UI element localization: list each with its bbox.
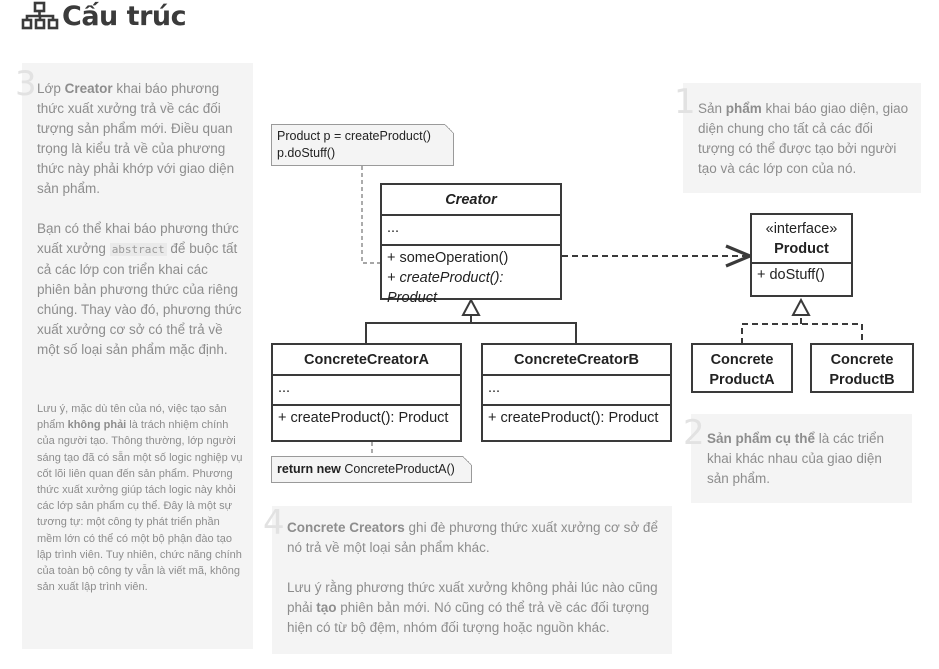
- note-concrete-creators: 4 Concrete Creators ghi đè phương thức x…: [263, 506, 672, 654]
- note-concrete-product: 2 Sản phẩm cụ thể là các triển khai khác…: [683, 414, 912, 503]
- class-name: ConcreteCreatorA: [304, 352, 429, 368]
- class-name: Creator: [445, 192, 497, 208]
- interface-product: «interface» Product + doStuff(): [750, 213, 853, 297]
- note-paragraph: Lớp Creator khai báo phương thức xuất xư…: [37, 81, 235, 196]
- class-methods: + createProduct(): Product: [483, 404, 670, 430]
- realization-line: [741, 316, 863, 344]
- class-concrete-creator-b: ConcreteCreatorB ... + createProduct(): …: [481, 343, 672, 442]
- class-methods: + someOperation() + createProduct(): Pro…: [382, 244, 560, 312]
- page-title: Cấu trúc: [62, 0, 187, 32]
- note-number: 1: [674, 82, 696, 122]
- class-concrete-product-b: Concrete ProductB: [810, 343, 914, 393]
- note-number: 4: [263, 503, 285, 543]
- class-name: Product: [774, 241, 829, 257]
- note-paragraph: Sản phẩm khai báo giao diện, giao diện c…: [698, 101, 909, 176]
- hierarchy-icon: [21, 1, 59, 30]
- note-paragraph: Bạn có thể khai báo phương thức xuất xưở…: [37, 221, 242, 357]
- class-name: ConcreteCreatorB: [514, 352, 639, 368]
- class-creator: Creator ... + someOperation() + createPr…: [380, 183, 562, 306]
- class-fields: ...: [382, 214, 560, 244]
- note-paragraph: Lưu ý rằng phương thức xuất xưởng không …: [287, 580, 658, 635]
- code-annotation-top: Product p = createProduct() p.doStuff(): [271, 124, 454, 166]
- class-fields: ...: [483, 374, 670, 404]
- code-annotation-bottom: return new ConcreteProductA(): [271, 456, 472, 483]
- note-paragraph: Lưu ý, mặc dù tên của nó, việc tạo sản p…: [37, 403, 243, 594]
- note-number: 3: [15, 64, 37, 104]
- class-methods: + doStuff(): [752, 262, 851, 287]
- stereotype: «interface»: [765, 221, 838, 237]
- note-paragraph: Concrete Creators ghi đè phương thức xuấ…: [287, 520, 658, 555]
- note-number: 2: [683, 413, 705, 453]
- note-creator: 3 Lớp Creator khai báo phương thức xuất …: [15, 63, 253, 649]
- class-methods: + createProduct(): Product: [273, 404, 460, 430]
- annotation-link: [361, 166, 380, 264]
- inheritance-line: [365, 316, 577, 344]
- class-fields: ...: [273, 374, 460, 404]
- inheritance-triangle: [461, 297, 481, 316]
- note-product: 1 Sản phẩm khai báo giao diện, giao diện…: [674, 83, 921, 193]
- section-heading: Cấu trúc: [20, 0, 187, 32]
- note-paragraph: Sản phẩm cụ thể là các triển khai khác n…: [707, 431, 885, 486]
- class-concrete-product-a: Concrete ProductA: [691, 343, 793, 393]
- realization-triangle: [791, 297, 811, 316]
- class-concrete-creator-a: ConcreteCreatorA ... + createProduct(): …: [271, 343, 462, 442]
